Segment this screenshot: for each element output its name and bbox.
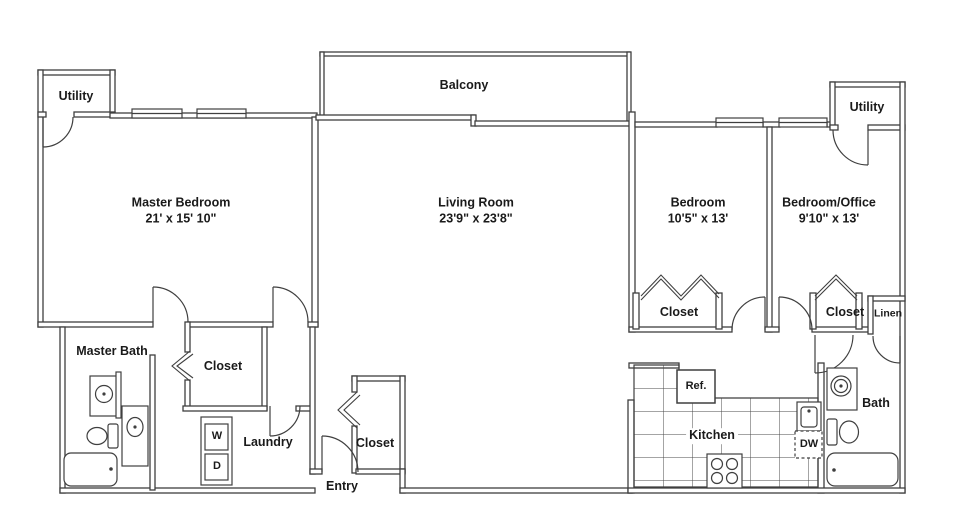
vanity-sink: [121, 405, 149, 467]
door-bedroom: [731, 296, 766, 331]
closet-doors: [171, 274, 858, 429]
toilet: [826, 418, 860, 446]
washer-box: [204, 423, 229, 451]
label-bedroom-closet: Closet: [659, 305, 699, 320]
label-office-closet: Closet: [825, 305, 865, 320]
label-dryer: D: [213, 460, 221, 473]
room-name: Bedroom: [670, 195, 726, 210]
toilet: [86, 423, 119, 449]
window: [778, 117, 828, 128]
kitchen-sink: [796, 401, 822, 432]
label-master-bedroom: Master Bedroom 21' x 15' 10": [132, 195, 231, 226]
refrigerator-box: [676, 369, 716, 404]
label-bedroom-office: Bedroom/Office 9'10" x 13': [782, 195, 876, 226]
door-master-bedroom: [272, 286, 309, 323]
label-utility-right: Utility: [849, 100, 885, 115]
bath-fixtures: [826, 367, 899, 487]
label-master-closet: Closet: [203, 359, 243, 374]
label-refrigerator: Ref.: [685, 380, 707, 393]
door-utility-left: [42, 116, 74, 148]
master-bath-fixtures: [63, 371, 149, 487]
bathtub: [63, 452, 118, 487]
room-name: Living Room: [438, 195, 514, 210]
room-name: Bedroom/Office: [782, 195, 876, 210]
label-living-room: Living Room 23'9" x 23'8": [438, 195, 514, 226]
door-bedroom-office: [778, 296, 813, 331]
room-name: Master Bedroom: [131, 195, 231, 210]
label-laundry: Laundry: [243, 435, 293, 450]
pivot-door-entry-closet: [337, 391, 361, 429]
window: [715, 117, 764, 128]
door-laundry: [269, 405, 301, 437]
dryer-box: [204, 453, 229, 481]
door-utility-right: [832, 129, 869, 166]
room-dimensions: 10'5" x 13': [667, 211, 729, 225]
label-utility-left: Utility: [58, 89, 94, 104]
bifold-office-closet: [814, 274, 858, 301]
label-dishwasher: DW: [799, 438, 819, 451]
label-entry-closet: Closet: [355, 436, 395, 451]
windows: [131, 108, 828, 128]
label-master-bath: Master Bath: [76, 344, 148, 359]
door-entry: [321, 435, 359, 473]
label-entry: Entry: [326, 479, 358, 494]
door-linen: [872, 335, 901, 364]
door-master-bath: [152, 286, 189, 323]
label-kitchen: Kitchen: [686, 428, 738, 444]
label-bedroom: Bedroom 10'5" x 13': [668, 195, 729, 226]
window: [131, 108, 183, 119]
label-bath: Bath: [862, 396, 890, 411]
bifold-bedroom-closet: [640, 274, 720, 301]
doors: [42, 116, 901, 473]
kitchen-tile-floor: [633, 364, 819, 488]
dishwasher-box: [794, 430, 823, 459]
label-washer: W: [211, 430, 223, 443]
room-dimensions: 23'9" x 23'8": [439, 211, 513, 225]
label-balcony: Balcony: [439, 78, 489, 93]
label-linen-closet: Linen: [874, 307, 902, 320]
room-dimensions: 21' x 15' 10": [145, 211, 217, 225]
laundry-fixtures: [200, 416, 233, 486]
pivot-door-master-closet: [171, 350, 194, 382]
door-bath: [814, 334, 854, 374]
room-dimensions: 9'10" x 13': [798, 211, 860, 225]
kitchen-area: [633, 364, 823, 489]
walls: [37, 51, 906, 494]
window: [196, 108, 247, 119]
stove: [706, 453, 743, 489]
bathtub: [826, 452, 899, 487]
